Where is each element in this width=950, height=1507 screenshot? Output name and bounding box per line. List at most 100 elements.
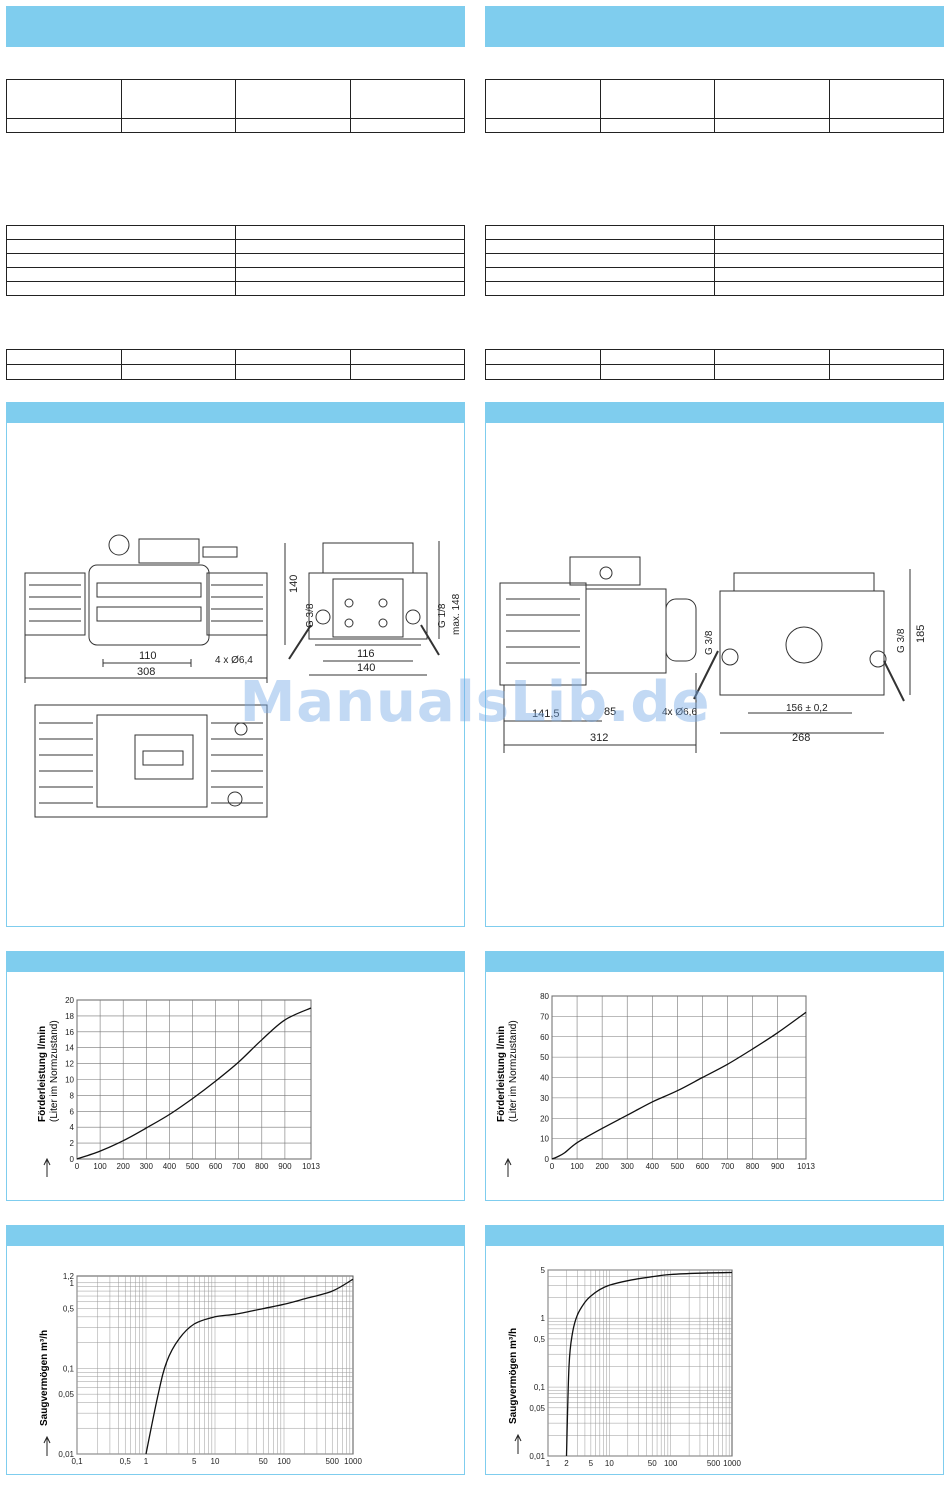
left-spec-table-3 xyxy=(6,349,465,380)
left-flow-ytick-label: 6 xyxy=(70,1107,75,1116)
right-dim-holes: 4x Ø6,6 xyxy=(662,707,697,718)
right-drawing-panel: 185 G 3/8 G 3/8 141,5 85 312 4x Ø6,6 156… xyxy=(485,402,944,927)
left-flow-ytick-label: 8 xyxy=(70,1091,75,1100)
right-speed-xtick-label: 10 xyxy=(605,1459,614,1468)
right-flow-xtick-label: 100 xyxy=(570,1162,584,1171)
right-drawing-band xyxy=(486,403,943,423)
left-speed-ytick-label: 1,2 xyxy=(63,1272,75,1281)
left-speed-series-line xyxy=(145,1278,354,1455)
left-drawing-panel: 140 G 3/8 G 1/8 max. 148 110 308 4 x Ø6,… xyxy=(6,402,465,927)
right-speed-y-arrow-icon xyxy=(514,1433,522,1454)
right-dim-g38-b: G 3/8 xyxy=(896,628,907,653)
left-flow-ylabel: Förderleistung l/min xyxy=(37,1026,48,1122)
left-speed-xtick-label: 0,1 xyxy=(71,1457,83,1466)
right-spec-table-2 xyxy=(485,225,944,296)
left-dim-max148: max. 148 xyxy=(451,593,462,635)
right-flow-ytick-label: 70 xyxy=(540,1012,549,1021)
right-pump-front-view xyxy=(719,590,885,696)
right-dim-312: 312 xyxy=(590,732,608,744)
right-flow-xtick-label: 0 xyxy=(550,1162,555,1171)
right-flow-band xyxy=(486,952,943,972)
left-spec-table-1 xyxy=(6,79,465,133)
right-dim-g38-a: G 3/8 xyxy=(704,630,715,655)
left-pump-top-view xyxy=(34,704,268,818)
left-dim-110: 110 xyxy=(139,650,157,662)
left-flow-xtick-label: 400 xyxy=(163,1162,177,1171)
right-spec-table-1 xyxy=(485,79,944,133)
left-dim-holes: 4 x Ø6,4 xyxy=(215,655,253,666)
left-speed-xtick-label: 50 xyxy=(259,1457,268,1466)
left-flow-xtick-label: 700 xyxy=(232,1162,246,1171)
right-speed-ytick-label: 0,01 xyxy=(529,1452,545,1461)
left-flow-xtick-label: 600 xyxy=(209,1162,223,1171)
left-flow-series-line xyxy=(76,1007,312,1160)
left-flow-ytick-label: 16 xyxy=(65,1028,74,1037)
left-flow-ytick-label: 10 xyxy=(65,1076,74,1085)
right-speed-ytick-label: 1 xyxy=(541,1314,546,1323)
left-flow-ytick-label: 20 xyxy=(65,996,74,1005)
right-spec-table-3 xyxy=(485,349,944,380)
left-drawing-band xyxy=(7,403,464,423)
left-dim-116: 116 xyxy=(357,648,375,660)
left-flow-ytick-label: 18 xyxy=(65,1012,74,1021)
left-pump-end-cap-right xyxy=(206,572,268,636)
left-speed-ylabel: Saugvermögen m³/h xyxy=(39,1330,50,1426)
left-speed-ytick-label: 0,1 xyxy=(63,1364,75,1373)
left-flow-xtick-label: 200 xyxy=(117,1162,131,1171)
left-spec-table-2 xyxy=(6,225,465,296)
left-flow-xtick-label: 300 xyxy=(140,1162,154,1171)
left-speed-band xyxy=(7,1226,464,1246)
left-speed-xtick-label: 1000 xyxy=(344,1457,362,1466)
right-speed-ytick-label: 5 xyxy=(541,1266,546,1275)
left-flow-xtick-label: 500 xyxy=(186,1162,200,1171)
right-dim-1415: 141,5 xyxy=(532,708,560,720)
right-flow-ytick-label: 30 xyxy=(540,1094,549,1103)
right-flow-xtick-label: 400 xyxy=(646,1162,660,1171)
right-speed-xtick-label: 5 xyxy=(589,1459,594,1468)
left-flow-ytick-label: 0 xyxy=(70,1155,75,1164)
right-speed-xtick-label: 2 xyxy=(564,1459,569,1468)
right-dimension-drawing: 185 G 3/8 G 3/8 141,5 85 312 4x Ø6,6 156… xyxy=(499,556,927,753)
right-pump-body xyxy=(499,582,587,686)
left-pump-motor xyxy=(88,564,210,646)
right-flow-xtick-label: 900 xyxy=(771,1162,785,1171)
right-speed-ylabel: Saugvermögen m³/h xyxy=(508,1328,519,1424)
left-dim-308: 308 xyxy=(137,666,155,678)
right-flow-ytick-label: 60 xyxy=(540,1033,549,1042)
right-speed-ytick-label: 0,5 xyxy=(534,1335,546,1344)
right-dim-156: 156 ± 0,2 xyxy=(786,703,828,714)
left-flow-xtick-label: 0 xyxy=(75,1162,80,1171)
left-speed-ytick-label: 0,5 xyxy=(63,1305,75,1314)
right-flow-series-line xyxy=(551,1011,807,1160)
left-flow-xtick-label: 900 xyxy=(278,1162,292,1171)
right-pump-motor xyxy=(585,588,667,674)
right-flow-ytick-label: 20 xyxy=(540,1114,549,1123)
left-speed-xtick-label: 1 xyxy=(144,1457,149,1466)
right-flow-ytick-label: 10 xyxy=(540,1135,549,1144)
left-speed-xtick-label: 10 xyxy=(211,1457,220,1466)
right-flow-xtick-label: 800 xyxy=(746,1162,760,1171)
right-speed-xtick-label: 100 xyxy=(664,1459,678,1468)
right-speed-xtick-label: 1000 xyxy=(723,1459,741,1468)
right-flow-ylabel2: (Liter im Normzustand) xyxy=(508,1020,519,1122)
left-dim-140-h: 140 xyxy=(357,662,375,674)
left-speed-xtick-label: 500 xyxy=(326,1457,340,1466)
right-speed-ytick-label: 0,05 xyxy=(529,1404,545,1413)
right-flow-ytick-label: 40 xyxy=(540,1074,549,1083)
left-flow-ytick-label: 2 xyxy=(70,1139,75,1148)
left-flow-y-arrow-icon xyxy=(43,1157,51,1177)
left-flow-xtick-label: 1013 xyxy=(302,1162,320,1171)
right-dim-85: 85 xyxy=(604,706,616,718)
right-speed-band xyxy=(486,1226,943,1246)
right-dim-268: 268 xyxy=(792,732,810,744)
right-speed-xtick-label: 1 xyxy=(546,1459,551,1468)
right-speed-xtick-label: 50 xyxy=(648,1459,657,1468)
right-flow-ytick-label: 80 xyxy=(540,992,549,1001)
left-dimension-drawing: 140 G 3/8 G 1/8 max. 148 110 308 4 x Ø6,… xyxy=(24,534,462,818)
